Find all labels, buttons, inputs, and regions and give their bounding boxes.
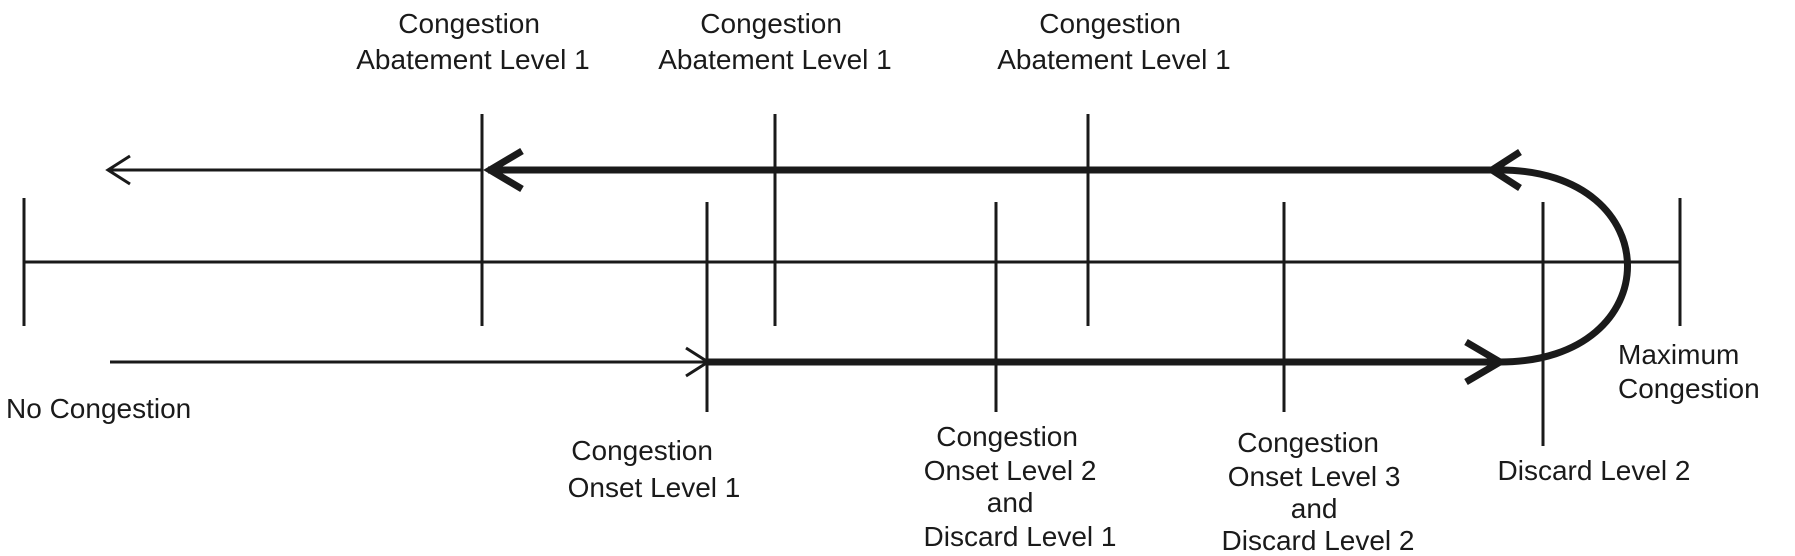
onset-label-3-line-3: and [1291,493,1338,524]
onset-label-2-line-3: and [987,487,1034,518]
abatement-label-3: Congestion Abatement Level 1 [997,8,1231,75]
abatement-label-3-line-2: Abatement Level 1 [997,44,1231,75]
upper-thin-arrowhead [105,154,131,186]
discard-level-2-label: Discard Level 2 [1498,455,1691,486]
onset-label-3-line-2: Onset Level 3 [1228,461,1401,492]
onset-label-1-line-2: Onset Level 1 [568,472,741,503]
abatement-label-1-line-1: Congestion [398,8,540,39]
onset-label-1: Congestion Onset Level 1 [568,435,741,503]
abatement-label-3-line-1: Congestion [1039,8,1181,39]
u-turn-curve [1499,166,1631,366]
upper-thick-arrowhead-left [483,147,524,193]
onset-label-2-line-4: Discard Level 1 [924,521,1117,552]
onset-label-3: Congestion Onset Level 3 and Discard Lev… [1222,427,1415,556]
max-congestion-line-1: Maximum [1618,339,1739,370]
abatement-label-2-line-1: Congestion [700,8,842,39]
onset-label-1-line-1: Congestion [571,435,713,466]
max-congestion-line-2: Congestion [1618,373,1760,404]
onset-label-2-line-2: Onset Level 2 [924,455,1097,486]
no-congestion-label: No Congestion [6,393,191,424]
abatement-label-1-line-2: Abatement Level 1 [356,44,590,75]
onset-label-2: Congestion Onset Level 2 and Discard Lev… [924,421,1117,552]
max-congestion-label: Maximum Congestion [1618,339,1760,404]
onset-label-2-line-1: Congestion [936,421,1078,452]
abatement-label-2-line-2: Abatement Level 1 [658,44,892,75]
abatement-label-2: Congestion Abatement Level 1 [658,8,892,75]
onset-label-3-line-4: Discard Level 2 [1222,525,1415,556]
upper-thick-arrowhead-right [1485,149,1522,191]
onset-label-3-line-1: Congestion [1237,427,1379,458]
abatement-label-1: Congestion Abatement Level 1 [356,8,590,75]
